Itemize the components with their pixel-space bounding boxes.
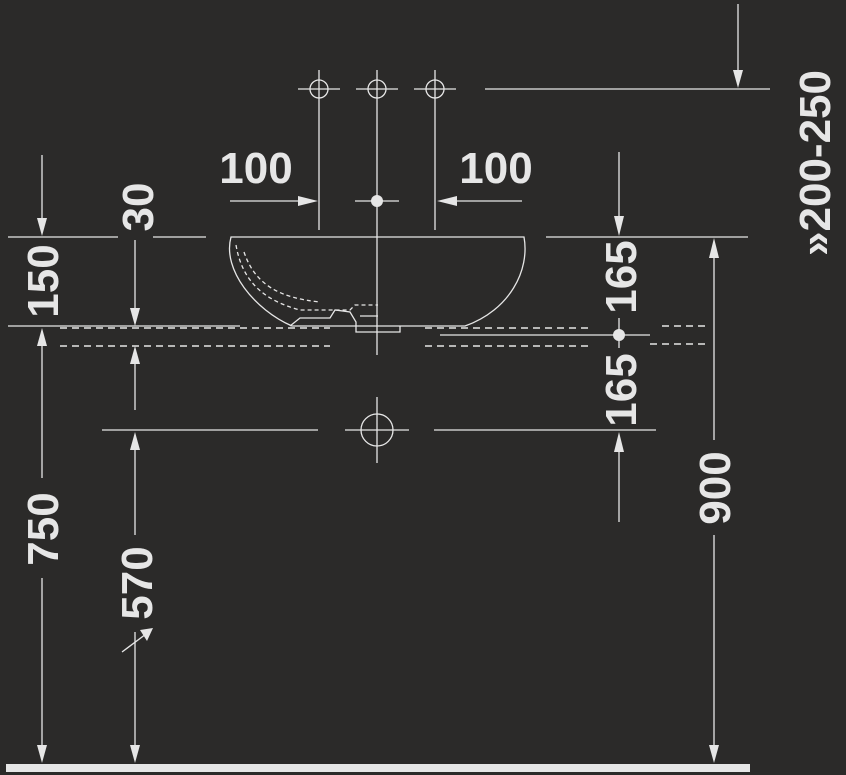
tap-height-reference [485,4,770,90]
floor-line [6,764,750,772]
waste-outlet-symbol [102,397,656,463]
rim-offset-arrow [130,240,140,326]
tap-hole-left [298,70,340,230]
waste-height-line [130,346,140,763]
total-height-line [709,238,719,763]
rim-offset-label: 30 [114,183,163,232]
center-point-marker [371,195,383,207]
left-offset-label: 100 [219,144,292,193]
tap-hole-right [414,70,456,230]
diagonal-indicator-arrow [121,628,153,653]
basin-height-label: 150 [19,244,68,317]
tap-height-range-label: »200-250 [791,70,840,256]
right-offset-label: 100 [459,144,532,193]
lower-drain-offset-label: 165 [597,353,646,426]
upper-drain-offset-label: 165 [597,240,646,313]
total-height-label: 900 [691,451,740,524]
waste-height-label: 570 [113,546,162,619]
basin-outline [228,236,526,333]
offset-arrow-right [437,196,522,206]
offset-arrow-left [230,196,318,206]
basin-height-arrow [37,155,47,236]
drain-offset-arrows [613,152,625,522]
counter-height-line [37,328,47,763]
counter-height-label: 750 [19,492,68,565]
tap-hole-center [356,70,398,355]
